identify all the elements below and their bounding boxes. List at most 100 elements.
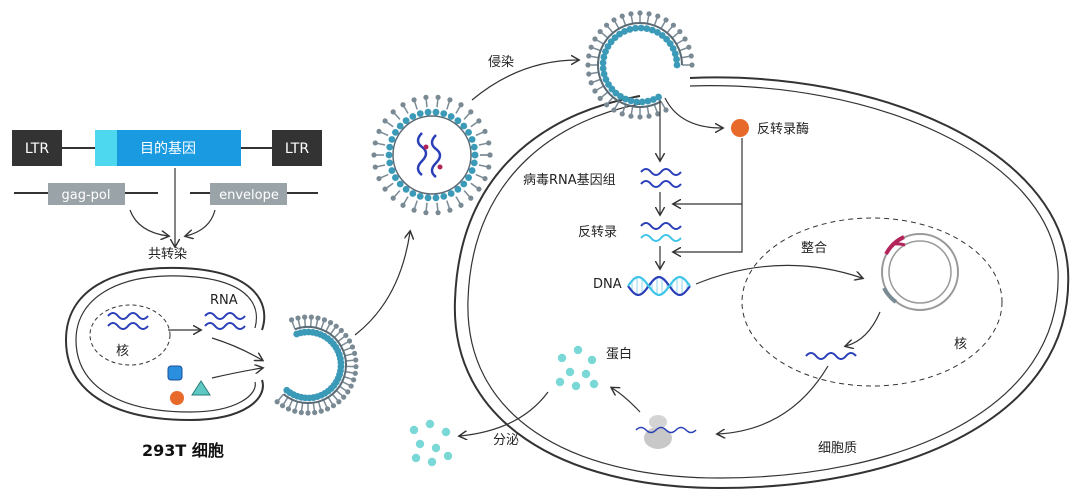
capsid-bead	[632, 24, 639, 32]
capsid-bead	[599, 65, 607, 72]
spike-head	[468, 109, 474, 115]
capsid-bead	[470, 159, 478, 167]
spike-head	[646, 113, 652, 119]
spike-head	[382, 186, 388, 192]
rt-dna-strand	[640, 234, 682, 242]
spike-head	[336, 399, 342, 405]
spike-head	[348, 383, 354, 389]
spike-head	[487, 152, 493, 158]
spike-head	[458, 202, 464, 208]
reverse-transcription-label: 反转录	[578, 225, 617, 240]
spike-head	[274, 399, 280, 405]
capsid-bead	[600, 53, 608, 61]
spike-head	[447, 97, 453, 103]
gene-box	[117, 130, 241, 166]
nucleus-293t-label: 核	[116, 344, 129, 359]
spike-head	[597, 95, 603, 102]
capsid-bead	[602, 48, 609, 56]
cotransfection-arrows	[129, 168, 216, 246]
spike-head	[372, 164, 378, 170]
spike-head	[411, 207, 417, 213]
ltr-right-label: LTR	[285, 141, 309, 157]
integrated-genome-ring	[881, 233, 959, 311]
capsid-bead	[396, 180, 404, 188]
capsid-bead	[638, 98, 646, 106]
spike-head	[588, 80, 594, 86]
spike-head	[476, 118, 482, 124]
spike-head	[435, 210, 441, 216]
spike-head	[292, 408, 298, 414]
spike-head	[628, 11, 634, 17]
capsid-bead	[599, 59, 607, 67]
spike-head	[586, 71, 592, 77]
spike-head	[353, 364, 359, 370]
protein-dot	[565, 367, 575, 377]
capsid-bead	[460, 180, 468, 188]
spike-head	[351, 377, 357, 383]
spike-head	[353, 357, 359, 363]
virion-rna-icon	[416, 132, 428, 176]
capsid-bead	[402, 185, 410, 193]
spike-head	[285, 406, 292, 412]
protein-cluster	[555, 345, 599, 391]
protein-dot	[571, 381, 581, 391]
spike-head	[411, 97, 417, 103]
capsid-bead	[627, 97, 635, 105]
spike-head	[435, 94, 441, 100]
spike-head	[315, 315, 321, 321]
secreted-protein-dot	[441, 427, 451, 437]
capsid-bead	[669, 45, 677, 52]
spike-head	[486, 164, 492, 170]
spike-head	[400, 102, 406, 108]
secreted-protein-dot	[415, 439, 425, 449]
spike-head	[588, 44, 594, 50]
protein-dot	[581, 369, 591, 379]
ribosome-icon	[635, 415, 697, 449]
protein-dot	[555, 377, 565, 387]
capsid-bead	[622, 95, 629, 103]
spike-head	[447, 207, 453, 213]
rna-in-nucleus-icon	[107, 312, 149, 320]
spike-head	[400, 202, 406, 208]
spike-head	[423, 210, 429, 216]
reverse-transcriptase-icon	[731, 119, 749, 137]
protein-label: 蛋白	[606, 346, 632, 362]
capsid-bead	[396, 122, 404, 130]
dna-helix-icon	[627, 275, 691, 297]
capsid-bead	[460, 122, 468, 130]
rna-strand-icon	[204, 312, 246, 320]
capsid-inner	[392, 115, 472, 195]
nucleus-target	[741, 217, 1003, 387]
cotransfection-label: 共转染	[148, 247, 187, 262]
spike-head	[346, 338, 353, 344]
spike-head	[324, 406, 331, 412]
spike-head	[382, 118, 388, 124]
spike-head	[390, 109, 396, 115]
gag-pol-box	[48, 183, 125, 205]
orange-circle-icon	[170, 391, 184, 405]
capsid-bead	[626, 26, 634, 33]
spike-head	[321, 317, 328, 323]
capsid-bead	[409, 113, 417, 120]
capsid-bead	[447, 190, 455, 197]
capsid-bead	[447, 113, 455, 120]
mrna-strand	[805, 352, 857, 360]
reverse-transcriptase-label: 反转录酶	[757, 121, 809, 137]
spike-head	[637, 114, 643, 120]
capsid-bead	[432, 108, 440, 116]
capsid-bead	[671, 50, 679, 58]
capsid-bead	[643, 25, 651, 33]
cytoplasm-label: 细胞质	[818, 441, 857, 456]
spike-head	[343, 332, 349, 339]
target-cell: 核 细胞质	[453, 76, 1070, 490]
secreted-protein-cluster	[409, 419, 453, 467]
spike-head	[372, 140, 378, 146]
capsid-bead	[283, 386, 291, 394]
spike-head	[482, 128, 488, 135]
transfer-plasmid: LTR 目的基因 LTR	[12, 130, 322, 166]
membrane	[282, 326, 347, 404]
secretion-label: 分泌	[493, 433, 519, 448]
capsid-bead	[454, 117, 462, 125]
spike-head	[689, 62, 695, 68]
capsid-bead	[388, 167, 396, 174]
